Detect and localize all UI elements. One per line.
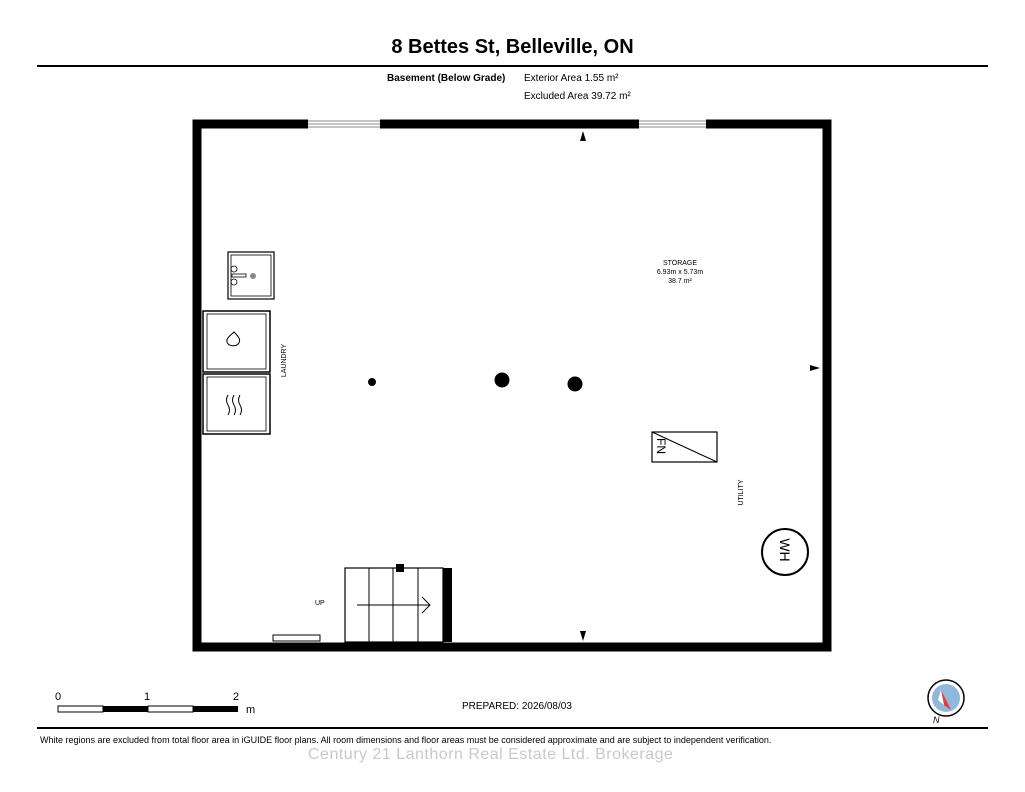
- footer-divider: [37, 727, 988, 729]
- arrow-bottom: [580, 631, 586, 641]
- page-title: 8 Bettes St, Belleville, ON: [391, 36, 634, 58]
- room-laundry-label: LAUNDRY: [281, 343, 288, 378]
- post-large-left: [494, 372, 510, 388]
- window-right: [639, 119, 706, 129]
- stairs-up-label: UP: [315, 600, 325, 607]
- compass-icon: [927, 679, 965, 717]
- excluded-area: Excluded Area 39.72 m²: [524, 91, 631, 102]
- scale-tick-2: 2: [233, 691, 240, 703]
- laundry-sink: [227, 251, 275, 300]
- floor-vent: [272, 634, 321, 642]
- room-storage-name: STORAGE: [662, 260, 698, 267]
- scale-bar: [57, 705, 238, 713]
- arrow-top: [580, 131, 586, 141]
- header-divider: [37, 65, 988, 67]
- stairs: [344, 564, 452, 643]
- room-storage-area: 38.7 m²: [668, 278, 692, 285]
- compass-north-label: N: [933, 715, 940, 725]
- prepared-date: PREPARED: 2026/08/03: [462, 701, 572, 712]
- furnace-label: FN: [654, 438, 668, 454]
- window-left: [308, 119, 380, 129]
- room-storage: STORAGE 6.93m x 5.73m 38.7 m²: [640, 259, 720, 286]
- watermark: Century 21 Lanthorn Real Estate Ltd. Bro…: [308, 746, 674, 763]
- exterior-walls: [192, 119, 832, 652]
- arrow-right: [810, 365, 820, 371]
- footer-disclaimer: White regions are excluded from total fl…: [40, 735, 772, 745]
- scale-tick-1: 1: [144, 691, 151, 703]
- dryer: [202, 373, 271, 435]
- furnace: [651, 431, 718, 463]
- water-heater-label: WH: [777, 538, 793, 562]
- room-utility-label: UTILITY: [738, 479, 745, 506]
- post-large-right: [567, 376, 583, 392]
- water-heater: [761, 528, 809, 576]
- scale-unit: m: [246, 704, 256, 716]
- level-label: Basement (Below Grade): [387, 73, 506, 84]
- washer: [202, 310, 271, 373]
- exterior-area: Exterior Area 1.55 m²: [524, 73, 619, 84]
- room-storage-dims: 6.93m x 5.73m: [656, 269, 704, 276]
- scale-tick-0: 0: [55, 691, 62, 703]
- post-small: [368, 378, 376, 386]
